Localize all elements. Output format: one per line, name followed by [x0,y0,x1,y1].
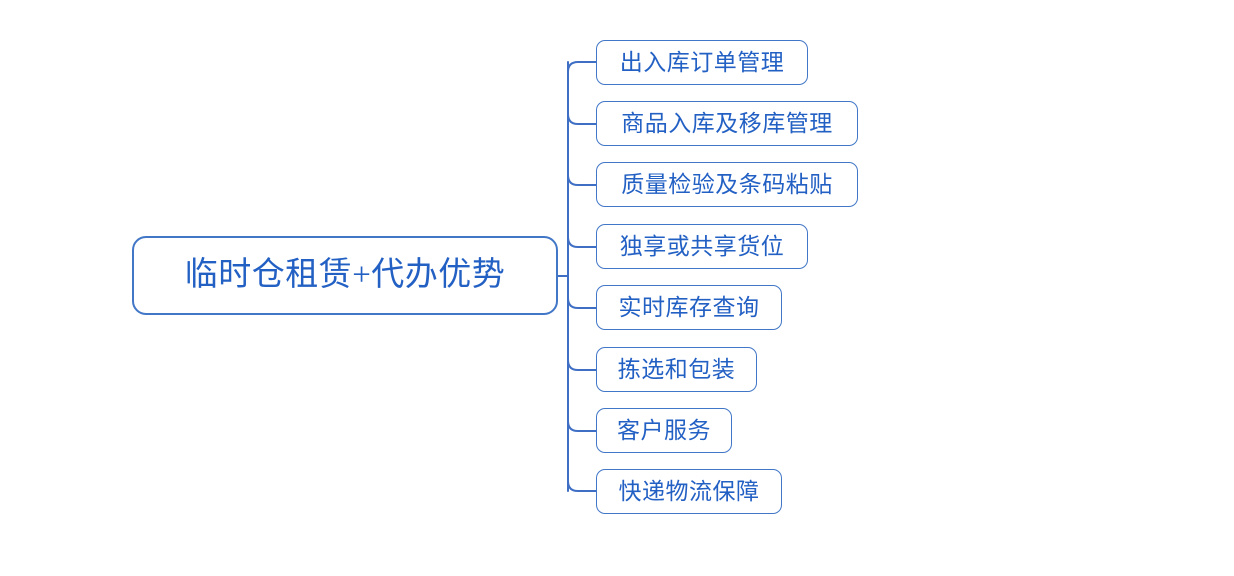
connector-branch-2 [567,174,597,186]
child-node-4[interactable]: 独享或共享货位 [596,224,808,269]
connector-branch-3 [567,236,597,248]
connector-branch-7 [567,480,597,492]
child-node-label: 质量检验及条码粘贴 [621,172,833,197]
child-node-label: 商品入库及移库管理 [621,111,833,136]
child-node-5[interactable]: 实时库存查询 [596,285,782,330]
child-node-label: 快递物流保障 [618,479,760,504]
child-node-1[interactable]: 出入库订单管理 [596,40,808,85]
root-node-label: 临时仓租赁+代办优势 [184,257,506,293]
connector-branch-1 [567,113,597,125]
child-node-6[interactable]: 拣选和包装 [596,347,757,392]
child-node-label: 拣选和包装 [617,357,736,382]
child-node-label: 实时库存查询 [618,295,760,320]
connector-branch-6 [567,420,597,432]
connector-branch-5 [567,359,597,371]
child-node-7[interactable]: 客户服务 [596,408,732,453]
child-node-3[interactable]: 质量检验及条码粘贴 [596,162,858,207]
child-node-label: 客户服务 [617,418,711,443]
child-node-label: 独享或共享货位 [619,234,785,259]
child-node-2[interactable]: 商品入库及移库管理 [596,101,858,146]
child-node-8[interactable]: 快递物流保障 [596,469,782,514]
child-node-label: 出入库订单管理 [619,50,785,75]
connector-branch-4 [567,297,597,309]
root-node[interactable]: 临时仓租赁+代办优势 [132,236,558,315]
connector-branch-0 [567,61,597,73]
